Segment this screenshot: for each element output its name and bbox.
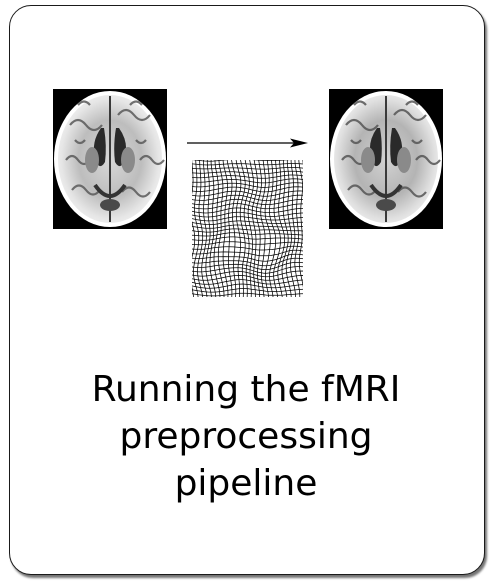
grid-line-vertical: [298, 160, 303, 288]
grid-line-horizontal: [192, 224, 303, 229]
grid-line-horizontal: [192, 167, 303, 170]
grid-line-vertical: [213, 160, 221, 297]
brain-mri-input-icon: [53, 89, 167, 229]
grid-line-vertical: [209, 160, 217, 297]
grid-line-horizontal: [192, 211, 303, 218]
grid-line-horizontal: [192, 262, 303, 270]
pipeline-caption: Running the fMRI preprocessing pipeline: [10, 366, 482, 507]
grid-line-vertical: [222, 160, 229, 297]
grid-line-horizontal: [192, 228, 303, 233]
grid-line-horizontal: [192, 203, 303, 210]
grid-line-horizontal: [192, 266, 303, 274]
caption-line-3: pipeline: [174, 463, 318, 504]
grid-line-vertical: [205, 160, 212, 297]
grid-line-horizontal: [192, 257, 303, 267]
grid-line-horizontal: [192, 249, 303, 257]
grid-line-horizontal: [192, 163, 303, 166]
grid-line-horizontal: [192, 279, 303, 285]
grid-line-vertical: [243, 160, 250, 297]
grid-line-horizontal: [192, 241, 303, 246]
grid-line-horizontal: [192, 245, 303, 251]
right-arrow-icon: [187, 138, 308, 148]
caption-line-1: Running the fMRI: [91, 369, 401, 410]
grid-line-horizontal: [192, 194, 303, 201]
grid-line-vertical: [239, 160, 246, 297]
grid-line-horizontal: [192, 174, 303, 179]
grid-line-vertical: [277, 160, 285, 297]
grid-line-vertical: [281, 160, 289, 297]
grid-line-vertical: [201, 160, 208, 297]
grid-line-horizontal: [192, 236, 303, 241]
grid-line-horizontal: [192, 220, 303, 225]
grid-line-vertical: [269, 160, 276, 297]
grid-line-horizontal: [192, 253, 303, 262]
caption-line-2: preprocessing: [119, 416, 373, 457]
grid-line-horizontal: [189, 298, 307, 300]
grid-line-vertical: [217, 160, 225, 297]
grid-line-vertical: [285, 160, 292, 297]
grid-line-vertical: [235, 160, 242, 297]
grid-line-vertical: [226, 160, 233, 297]
grid-line-horizontal: [192, 160, 291, 162]
grid-line-horizontal: [192, 170, 303, 175]
grid-line-horizontal: [192, 182, 303, 188]
grid-line-vertical: [264, 160, 271, 297]
grid-line-horizontal: [192, 207, 303, 214]
grid-line-vertical: [290, 160, 296, 297]
grid-line-horizontal: [192, 186, 303, 193]
grid-line-vertical: [294, 160, 301, 297]
grid-line-vertical: [192, 160, 196, 297]
brain-mri-output-icon: [329, 89, 443, 229]
grid-line-horizontal: [192, 198, 303, 206]
grid-line-vertical: [260, 160, 266, 297]
warp-grid-icon: [189, 160, 307, 300]
grid-line-vertical: [247, 160, 254, 297]
grid-line-vertical: [251, 160, 258, 297]
grid-line-vertical: [197, 160, 204, 297]
grid-line-vertical: [273, 160, 281, 297]
grid-line-horizontal: [192, 292, 303, 297]
grid-line-vertical: [231, 160, 237, 297]
grid-line-horizontal: [192, 275, 303, 281]
grid-line-horizontal: [192, 283, 303, 289]
grid-line-vertical: [302, 160, 303, 165]
grid-line-horizontal: [192, 216, 303, 222]
grid-line-vertical: [256, 160, 262, 297]
grid-line-horizontal: [192, 288, 303, 293]
grid-line-vertical: [193, 160, 200, 297]
grid-line-horizontal: [192, 190, 303, 197]
grid-line-horizontal: [192, 270, 303, 278]
grid-line-horizontal: [192, 178, 303, 184]
grid-line-horizontal: [192, 232, 303, 237]
